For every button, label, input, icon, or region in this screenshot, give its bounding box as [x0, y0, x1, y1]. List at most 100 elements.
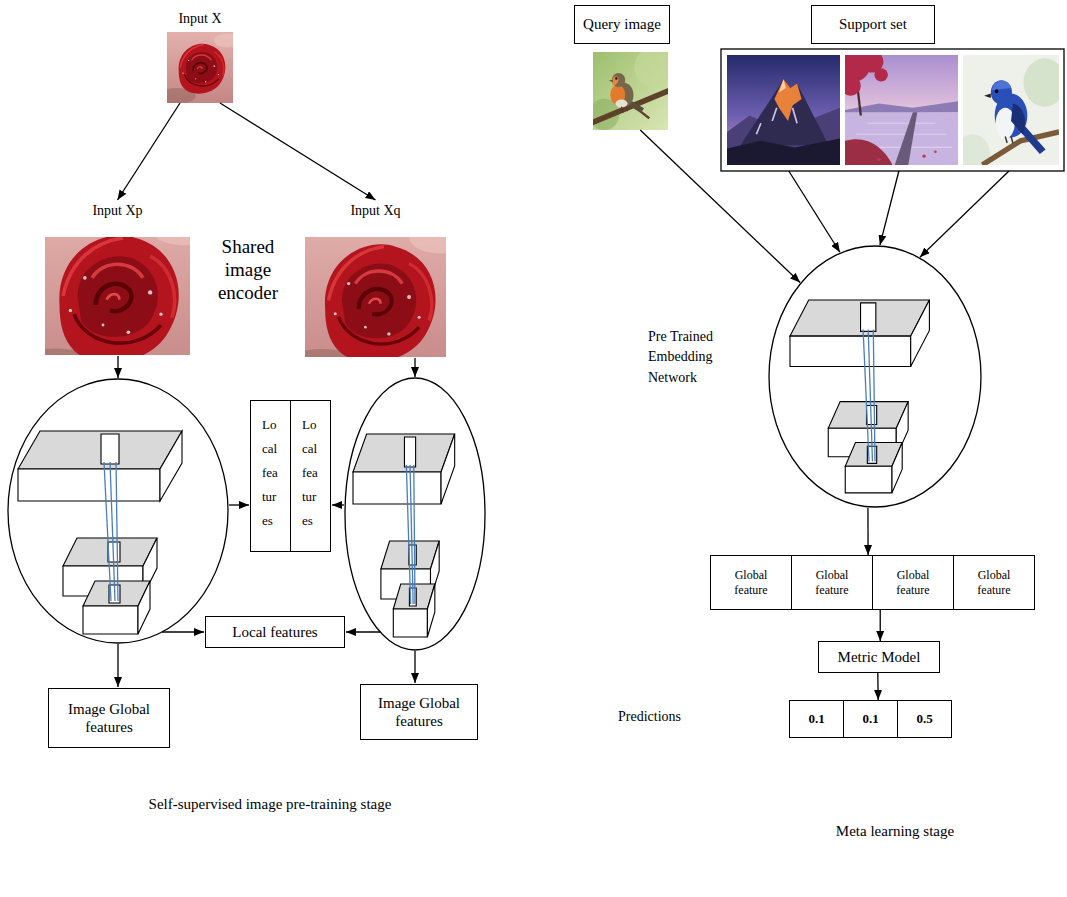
feature-box: Global feature — [872, 555, 954, 610]
lake-photo — [895, 112, 918, 165]
connector-arrow — [920, 171, 1009, 257]
flow-arrow — [117, 356, 118, 378]
label-box: Query image — [574, 5, 670, 44]
robin-photo — [616, 100, 628, 108]
image-label: Input X — [160, 8, 240, 28]
lake-photo — [845, 112, 958, 165]
lake-photo — [840, 76, 860, 96]
rose-photo — [159, 32, 240, 104]
box-label: Local features — [262, 413, 279, 533]
mountain-photo — [774, 79, 801, 121]
prediction-cell: 0.5 — [897, 700, 952, 738]
rose-photo — [9, 32, 470, 388]
box-label: Image Global features — [55, 700, 163, 736]
lake-photo — [874, 68, 888, 81]
component-label: Shared image encoder — [198, 236, 298, 304]
robin-photo — [634, 48, 672, 87]
bluebird-photo — [995, 89, 998, 93]
tag-label: Query image — [575, 6, 669, 42]
mountain-photo — [741, 79, 829, 145]
box-label: Global feature — [717, 568, 785, 597]
feature-box: Image Global features — [360, 684, 478, 740]
image-node: Input Xq — [305, 200, 446, 357]
box-label: Metric Model — [838, 648, 921, 666]
bluebird-photo — [984, 94, 991, 98]
embedding-network: Pre Trained Embedding Network — [768, 245, 982, 508]
stage-caption-slot: Meta learning stage — [795, 822, 995, 840]
connector-arrow — [789, 171, 840, 252]
feature-box: Global feature — [953, 555, 1035, 610]
box-label: Local features — [302, 413, 319, 533]
lake-photo — [877, 158, 880, 161]
stage-caption: Self-supervised image pre-training stage — [140, 795, 400, 813]
flow-arrow — [118, 356, 415, 687]
rose-photo — [278, 216, 469, 386]
flow-arrow — [332, 504, 344, 505]
lake-photo — [838, 51, 958, 165]
box-label: Image Global features — [367, 694, 471, 730]
mountain-photo — [756, 108, 797, 134]
image-node: Input Xp — [45, 200, 190, 355]
row-label-slot: Predictions — [618, 709, 708, 726]
rose-photo — [278, 216, 469, 386]
lake-photo — [934, 150, 937, 153]
cnn-layers — [18, 300, 929, 637]
lake-photo — [922, 155, 925, 158]
side-label: Pre Trained Embedding Network — [648, 327, 748, 388]
network-outline — [769, 246, 981, 507]
process-box: Metric Model — [818, 641, 940, 673]
cnn-layers — [353, 434, 455, 637]
rose-photo — [9, 205, 216, 388]
image-label: Input Xp — [45, 200, 190, 220]
robin-photo — [615, 77, 617, 79]
bluebird-photo — [955, 134, 990, 174]
network-label: Pre Trained Embedding Network — [648, 327, 748, 388]
flow-arrow — [117, 644, 118, 687]
feature-box: Global feature — [710, 555, 792, 610]
lake-photo — [845, 139, 892, 165]
connector-arrow — [877, 673, 879, 700]
feature-box: Local features — [205, 616, 345, 648]
image-node: Query image — [574, 5, 670, 130]
encoder-ellipse — [8, 378, 485, 650]
bluebird-photo — [1005, 136, 1013, 143]
flow-arrow — [229, 504, 249, 505]
bluebird-photo — [992, 81, 1011, 90]
tag-label: Support set — [812, 6, 934, 42]
cell-value: 0.5 — [916, 711, 932, 727]
connector-arrow — [220, 103, 376, 200]
box-label: Local features — [232, 623, 317, 641]
connector-arrow — [118, 103, 181, 200]
connector-arrow — [640, 130, 800, 283]
box-label: Global feature — [798, 568, 866, 597]
lake-photo — [838, 51, 888, 96]
mountain-photo — [727, 55, 840, 165]
cell-value: 0.1 — [862, 711, 878, 727]
encoder-ellipse — [8, 379, 228, 643]
rose-photo — [9, 205, 216, 388]
stage-caption: Meta learning stage — [795, 822, 995, 840]
cnn-layers — [18, 431, 182, 634]
connector-arrow — [880, 610, 881, 641]
feature-box: Local features — [290, 400, 331, 552]
bluebird-photo — [955, 55, 1065, 174]
connector-arrow — [867, 508, 868, 555]
prediction-cell: 0.1 — [843, 700, 898, 738]
lake-photo — [877, 150, 936, 161]
box-label: Global feature — [879, 568, 947, 597]
feature-box: Global feature — [791, 555, 873, 610]
image-set-node: Support set — [720, 5, 1064, 171]
bluebird-photo — [1011, 103, 1025, 134]
mountain-photo — [727, 139, 840, 165]
robin-photo — [612, 73, 626, 87]
prediction-cell: 0.1 — [789, 700, 844, 738]
label-box: Support set — [811, 5, 935, 44]
bluebird-photo — [1023, 58, 1065, 106]
connector-arrow — [880, 171, 899, 245]
feature-box: Local features — [250, 400, 291, 552]
image-node: Input X — [160, 8, 240, 103]
image-label: Input Xq — [305, 200, 446, 220]
